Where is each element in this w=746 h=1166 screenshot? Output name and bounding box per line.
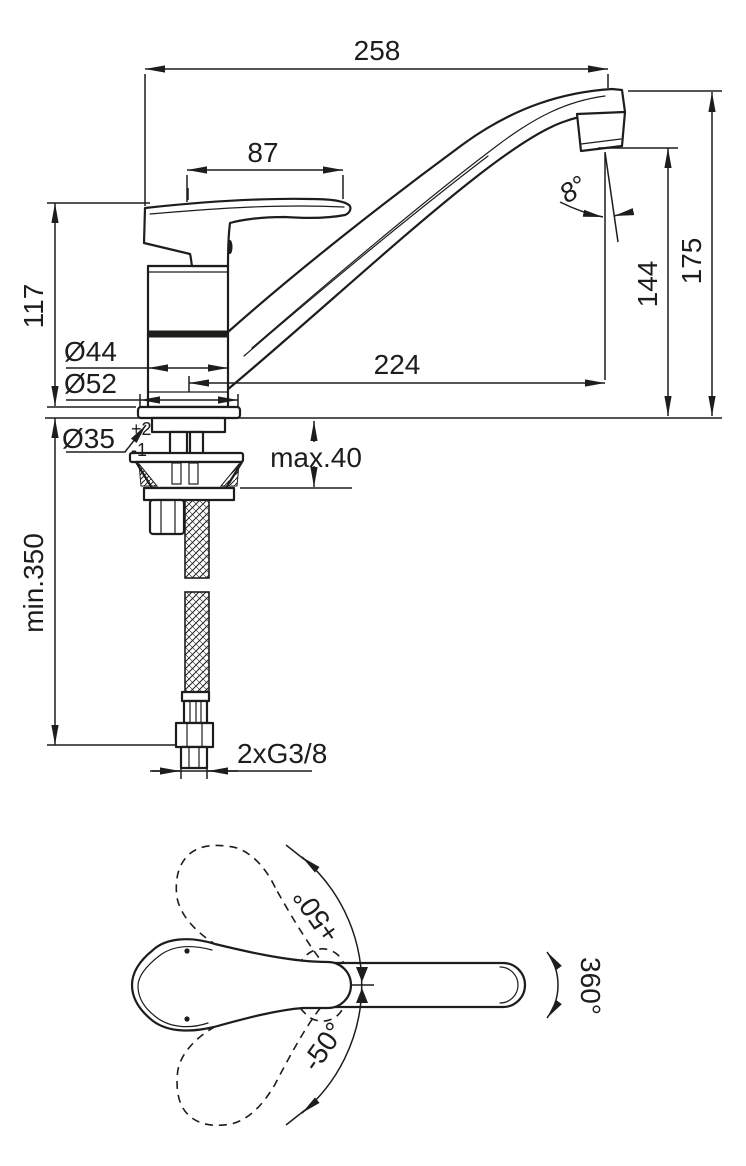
supply-stub-right: [188, 430, 205, 456]
dim-spout-reach-label: 224: [374, 349, 421, 380]
dim-total-height: 175: [628, 90, 722, 416]
hose-end-fitting: [174, 690, 215, 770]
spout-highlight-line: [251, 95, 606, 349]
hose-braid-upper: [184, 494, 210, 579]
faucet-side-view: [128, 87, 627, 770]
spout-outlet-block: [575, 110, 627, 153]
dim-spout-reach: 224: [189, 349, 605, 387]
dim-outlet-height: 144: [598, 147, 678, 416]
dim-deck-thickness: max.40: [240, 421, 362, 489]
dim-hole-diameter-label: Ø35: [62, 423, 115, 454]
dim-handle-swing-plus-label: +50°: [287, 883, 346, 949]
dim-total-reach-label: 258: [354, 35, 401, 66]
mounting-nut: [148, 498, 186, 536]
dim-total-reach: 258: [144, 35, 609, 206]
handle-dot-lower: [184, 1016, 190, 1022]
dim-base-diameter-label: Ø52: [64, 368, 117, 399]
dim-hole-tol-plus: +2: [131, 419, 152, 439]
handle-dot-upper: [184, 948, 190, 954]
handle-lever: [142, 197, 352, 268]
spout-highlight-line2: [243, 155, 489, 357]
supply-stub-left: [168, 430, 189, 456]
dim-total-height-label: 175: [676, 238, 707, 285]
dim-handle-length-label: 87: [247, 137, 278, 168]
spout-tube: [225, 87, 627, 392]
spout-top-view-inner-cap: [499, 966, 519, 1004]
faucet-top-view: +50° -50° 360°: [130, 844, 606, 1127]
dim-hole-diameter: Ø35 +2 -1: [62, 419, 152, 460]
handle-top-view: [130, 938, 353, 1032]
dim-hose-min-label: min.350: [18, 533, 49, 633]
dim-spout-angle-label: 8°: [554, 170, 592, 209]
dim-handle-length: 87: [186, 137, 344, 202]
dim-body-diameter: Ø44: [64, 336, 228, 372]
dim-deck-thickness-label: max.40: [270, 442, 362, 473]
dim-handle-height-label: 117: [18, 284, 49, 329]
dim-hose-min-length: min.350: [18, 418, 176, 746]
clamp-ring: [142, 486, 236, 502]
dim-handle-swing-minus-label: -50°: [296, 1016, 351, 1076]
dim-spout-swivel: 360°: [546, 951, 606, 1019]
clamp-hatch-left: [138, 462, 159, 487]
clamp-hatch-right: [219, 462, 240, 487]
dim-supply-connection: 2xG3/8: [150, 738, 327, 779]
clamp-slot-left: [171, 462, 182, 485]
under-counter-assembly: [128, 416, 245, 770]
dim-spout-angle: 8°: [554, 151, 635, 380]
dim-body-diameter-label: Ø44: [64, 336, 117, 367]
handle-neck-shadow: [227, 240, 233, 254]
dim-spout-swivel-label: 360°: [575, 957, 606, 1015]
outlet-inner-line: [580, 138, 622, 145]
hose-braid-lower: [184, 591, 210, 693]
base-cylinder: [150, 416, 227, 434]
dim-outlet-height-label: 144: [632, 261, 663, 308]
dim-hole-tol-minus: -1: [131, 440, 147, 460]
body-ring-band: [147, 330, 229, 338]
handle-top-highlight: [149, 205, 345, 215]
handle-top-view-inner-line: [137, 946, 213, 1028]
side-view-dimensions: 258 87 117 min.350 Ø44: [18, 35, 722, 779]
dim-supply-connection-label: 2xG3/8: [237, 738, 327, 769]
dim-base-diameter: Ø52: [64, 368, 239, 407]
base-flange: [136, 405, 242, 420]
dim-handle-height: 117: [18, 202, 150, 408]
clamp-slot-right: [188, 462, 199, 485]
